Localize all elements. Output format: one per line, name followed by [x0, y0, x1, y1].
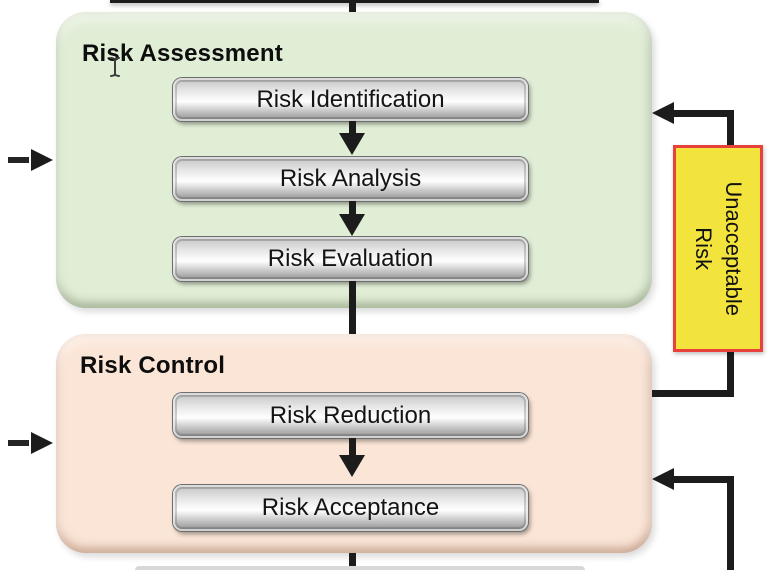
arrow-reduction-acceptance-head — [339, 455, 365, 477]
feedback-upper-arrow-head — [652, 102, 674, 124]
feedback-lower-vline — [727, 476, 734, 570]
arrow-bottom-out-line — [349, 553, 356, 570]
arrow-reduction-acceptance-line — [349, 438, 356, 457]
unacceptable-risk-line2: Risk — [691, 227, 717, 270]
dashed-arrow-assessment-dash — [8, 157, 29, 163]
arrow-ident-analysis-head — [339, 133, 365, 155]
unacceptable-risk-label: Unacceptable Risk — [673, 145, 763, 352]
risk-control-title: Risk Control — [80, 352, 226, 379]
step-risk-analysis: Risk Analysis — [173, 157, 528, 201]
feedback-lower-hline — [672, 476, 733, 483]
dashed-arrow-assessment-head — [31, 149, 53, 171]
cutoff-shape-bottom — [135, 566, 585, 570]
feedback-lower-arrow-head — [652, 468, 674, 490]
ibeam-cursor — [110, 57, 120, 77]
feedback-mid-vline — [727, 350, 734, 393]
feedback-upper-vline — [727, 110, 734, 148]
arrow-analysis-evaluation-head — [339, 214, 365, 236]
feedback-upper-hline — [672, 110, 734, 117]
dashed-arrow-control-head — [31, 432, 53, 454]
arrow-assessment-control-line — [349, 281, 356, 370]
feedback-mid-hline — [652, 390, 734, 397]
arrow-ident-analysis-line — [349, 121, 356, 135]
step-risk-evaluation: Risk Evaluation — [173, 237, 528, 281]
dashed-arrow-control-dash — [8, 440, 29, 446]
step-risk-reduction: Risk Reduction — [173, 393, 528, 438]
arrow-analysis-evaluation-line — [349, 201, 356, 216]
step-risk-identification: Risk Identification — [173, 78, 528, 121]
step-risk-acceptance: Risk Acceptance — [173, 485, 528, 531]
unacceptable-risk-text: Unacceptable Risk — [688, 181, 747, 316]
unacceptable-risk-line1: Unacceptable — [720, 181, 746, 316]
